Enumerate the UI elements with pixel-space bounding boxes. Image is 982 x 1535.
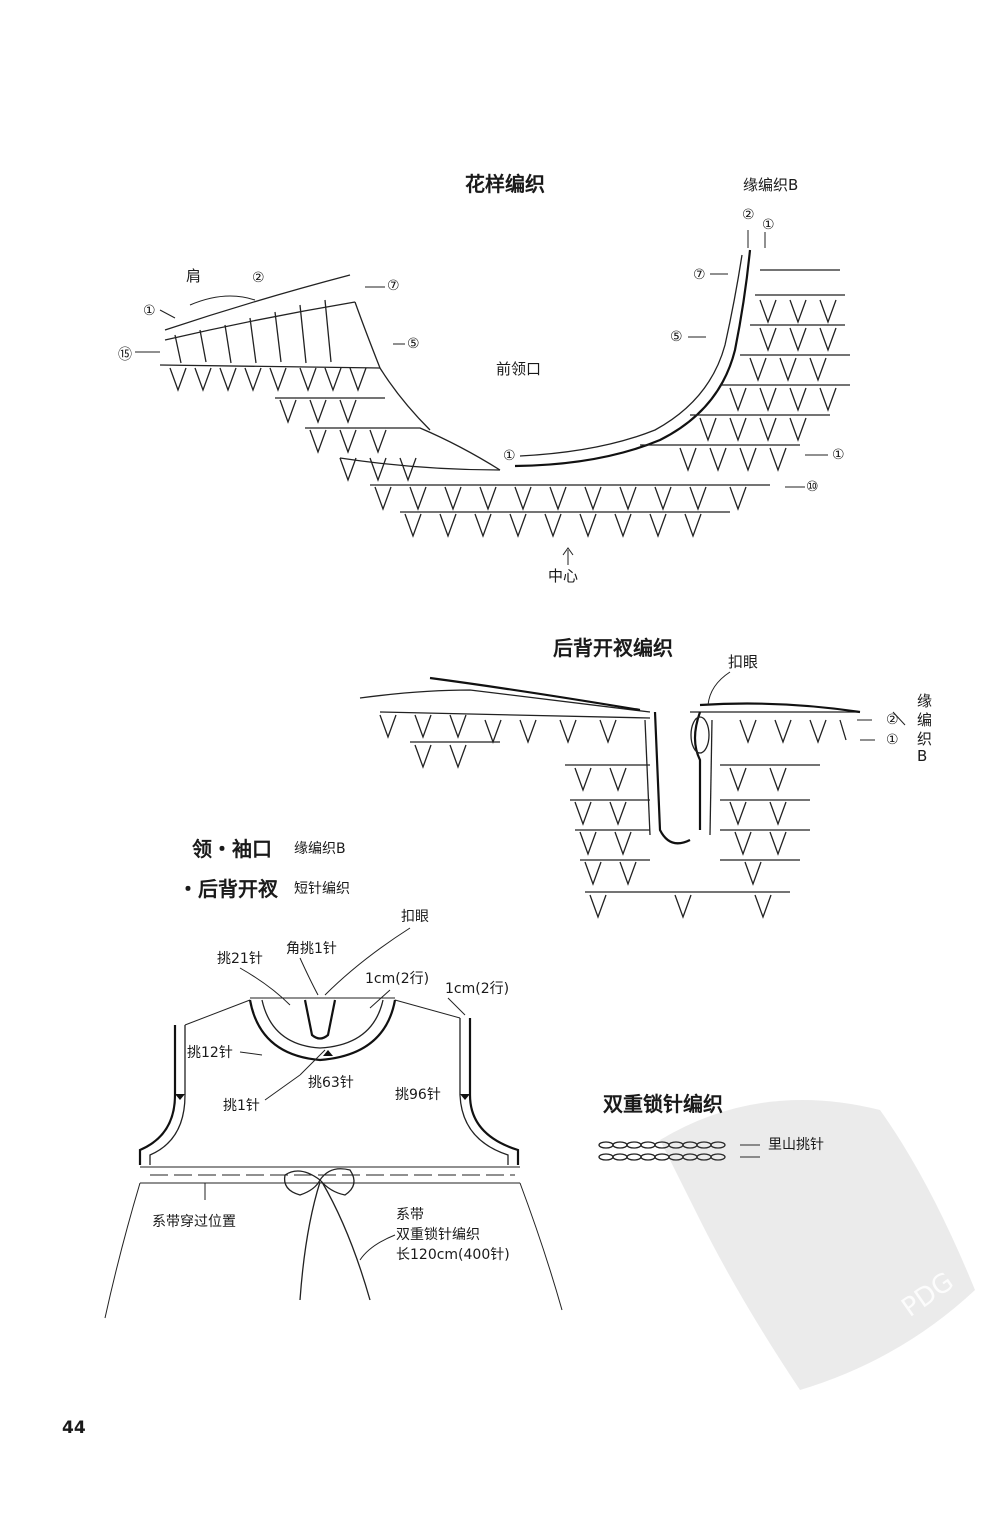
edge-b-label: 缘编织B — [743, 176, 799, 194]
row-marker: ⑩ — [806, 479, 819, 495]
tie-position-label: 系带穿过位置 — [152, 1214, 236, 1230]
row-marker: ② — [886, 712, 899, 728]
shoulder-label: 肩 — [186, 267, 202, 285]
back-bump-pick-label: 里山挑针 — [768, 1137, 824, 1153]
pick-12-label: 挑12针 — [187, 1045, 233, 1061]
neck-band-width-label: 1cm(2行) — [365, 971, 430, 987]
row-marker: ⑮ — [118, 347, 132, 363]
row-marker: ⑦ — [693, 267, 706, 283]
row-marker: ⑤ — [407, 336, 420, 352]
double-chain-sample — [598, 1141, 760, 1161]
heading-collar-cuff: 领・袖口 — [192, 837, 272, 861]
pick-1-label: 挑1针 — [223, 1098, 260, 1114]
page-number: 44 — [62, 1418, 86, 1438]
front-yoke-chart — [135, 230, 850, 565]
section-title-back-opening: 后背开衩编织 — [553, 636, 673, 660]
center-label: 中心 — [548, 567, 579, 585]
armhole-band-width-label: 1cm(2行) — [445, 981, 510, 997]
heading-back-opening: ・后背开衩 — [178, 877, 278, 901]
row-marker: ① — [886, 732, 899, 748]
row-marker: ⑦ — [387, 278, 400, 294]
edge-b-vertical: 织 — [917, 730, 933, 748]
edge-b-vertical: B — [917, 747, 928, 765]
pdg-watermark — [660, 1100, 975, 1390]
row-marker: ⑤ — [670, 329, 683, 345]
row-marker: ① — [832, 447, 845, 463]
row-marker: ① — [762, 217, 775, 233]
heading-back-opening-sub: 短针编织 — [294, 881, 350, 897]
pick-63-label: 挑63针 — [308, 1075, 354, 1091]
edge-b-vertical: 编 — [917, 711, 933, 729]
back-opening-chart — [359, 671, 906, 919]
pick-21-label: 挑21针 — [217, 951, 263, 967]
row-marker: ② — [742, 207, 755, 223]
pick-96-label: 挑96针 — [395, 1087, 441, 1103]
tie-method-label: 双重锁针编织 — [396, 1227, 480, 1243]
garment-outline — [104, 927, 563, 1319]
buttonhole-label: 扣眼 — [401, 909, 429, 925]
tie-label: 系带 — [396, 1207, 424, 1223]
section-title-pattern: 花样编织 — [465, 172, 545, 196]
row-marker: ② — [252, 270, 265, 286]
buttonhole-label: 扣眼 — [728, 653, 759, 671]
row-marker: ① — [503, 448, 516, 464]
front-neck-label: 前领口 — [496, 360, 542, 378]
tie-length-label: 长120cm(400针) — [396, 1247, 510, 1263]
section-title-double-chain: 双重锁针编织 — [603, 1092, 723, 1116]
corner-pick-label: 角挑1针 — [286, 941, 337, 957]
edge-b-vertical: 缘 — [917, 692, 933, 710]
row-marker: ① — [143, 303, 156, 319]
heading-collar-cuff-sub: 缘编织B — [294, 841, 346, 857]
